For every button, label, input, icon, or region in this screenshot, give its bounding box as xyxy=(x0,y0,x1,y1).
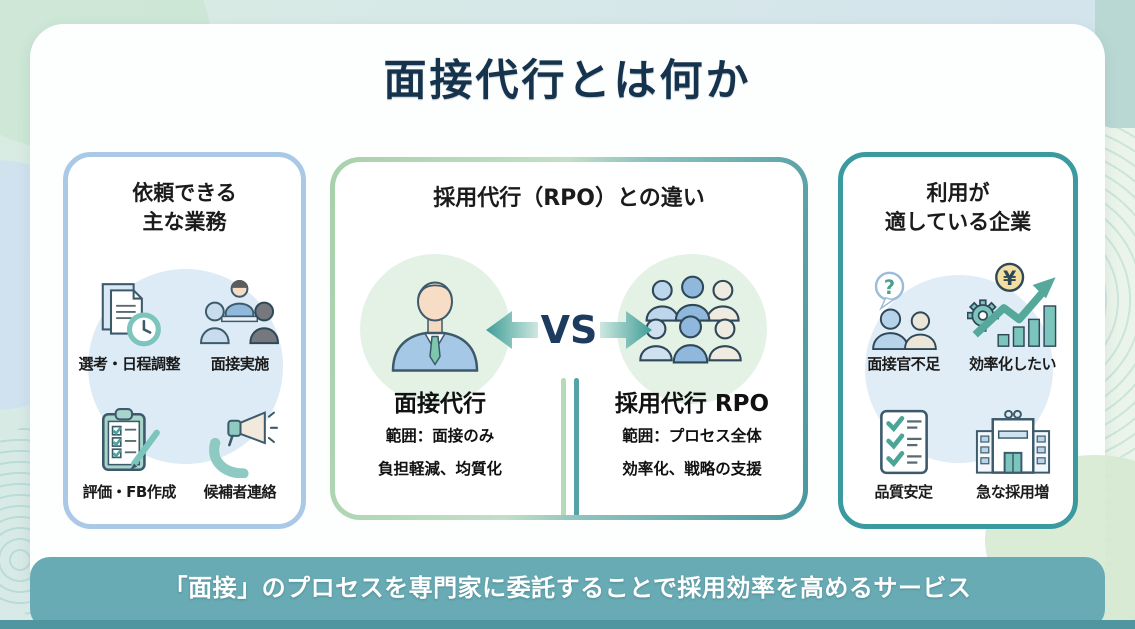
task-label: 候補者連絡 xyxy=(203,482,276,501)
comparison-divider-green xyxy=(561,378,566,515)
vs-arrows: VS xyxy=(486,308,652,352)
task-item-evaluation: 評価・FB作成 xyxy=(74,374,185,502)
comparison-divider-teal xyxy=(574,378,579,515)
interview-icon xyxy=(198,276,282,350)
footer-text: 「面接」のプロセスを専門家に委託することで採用効率を高めるサービス xyxy=(163,574,972,602)
svg-text:¥: ¥ xyxy=(1002,267,1016,290)
office-building-icon xyxy=(971,406,1055,478)
task-item-interview: 面接実施 xyxy=(185,246,296,374)
people-group-icon xyxy=(633,266,748,371)
panel-tasks: 依頼できる 主な業務 選考・日程調整 xyxy=(63,152,306,529)
comparison-left-name: 面接代行 xyxy=(394,391,486,417)
efficiency-chart-icon: ¥ xyxy=(966,262,1059,350)
page-title: 面接代行とは何か xyxy=(383,56,752,106)
tasks-grid: 選考・日程調整 面接実施 xyxy=(68,246,301,502)
phone-megaphone-icon xyxy=(202,406,278,478)
tasks-title: 依頼できる 主な業務 xyxy=(132,181,237,235)
company-label: 面接官不足 xyxy=(867,354,940,373)
footer-banner: 「面接」のプロセスを専門家に委託することで採用効率を高めるサービス xyxy=(30,557,1105,629)
comparison-title: 採用代行（RPO）との違い xyxy=(433,186,705,211)
company-item-hiring-surge: 急な採用増 xyxy=(958,374,1067,502)
task-label: 選考・日程調整 xyxy=(78,354,180,373)
task-item-contact: 候補者連絡 xyxy=(185,374,296,502)
businessman-icon xyxy=(385,266,485,376)
comparison-left-line2: 負担軽減、均質化 xyxy=(377,460,502,478)
companies-grid: ? 面接官不足 xyxy=(843,246,1073,502)
panel-companies: 利用が 適している企業 ? 面接官不足 xyxy=(838,152,1078,529)
task-label: 面接実施 xyxy=(210,354,270,373)
comparison-right-line1: 範囲：プロセス全体 xyxy=(622,427,762,445)
bottom-strip xyxy=(0,620,1135,629)
company-label: 急な採用増 xyxy=(976,482,1049,501)
quality-checklist-icon xyxy=(868,406,940,478)
comparison-right-line2: 効率化、戦略の支援 xyxy=(622,460,762,478)
company-item-quality: 品質安定 xyxy=(849,374,958,502)
company-label: 品質安定 xyxy=(874,482,933,501)
comparison-inner: 採用代行（RPO）との違い xyxy=(335,162,803,515)
company-item-shortage: ? 面接官不足 xyxy=(849,246,958,374)
vs-label: VS xyxy=(541,308,598,352)
task-label: 評価・FB作成 xyxy=(82,482,177,501)
company-item-efficiency: ¥ 効率化したい xyxy=(958,246,1067,374)
svg-text:?: ? xyxy=(883,276,894,299)
interviewer-shortage-icon: ? xyxy=(864,268,944,350)
panel-comparison: 採用代行（RPO）との違い xyxy=(330,157,808,520)
company-label: 効率化したい xyxy=(968,354,1057,373)
documents-clock-icon xyxy=(90,278,168,350)
clipboard-pen-icon xyxy=(92,406,166,478)
comparison-right-name: 採用代行 RPO xyxy=(614,391,770,417)
comparison-left-line1: 範囲：面接のみ xyxy=(385,427,495,445)
task-item-screening: 選考・日程調整 xyxy=(74,246,185,374)
companies-title: 利用が 適している企業 xyxy=(884,181,1032,235)
